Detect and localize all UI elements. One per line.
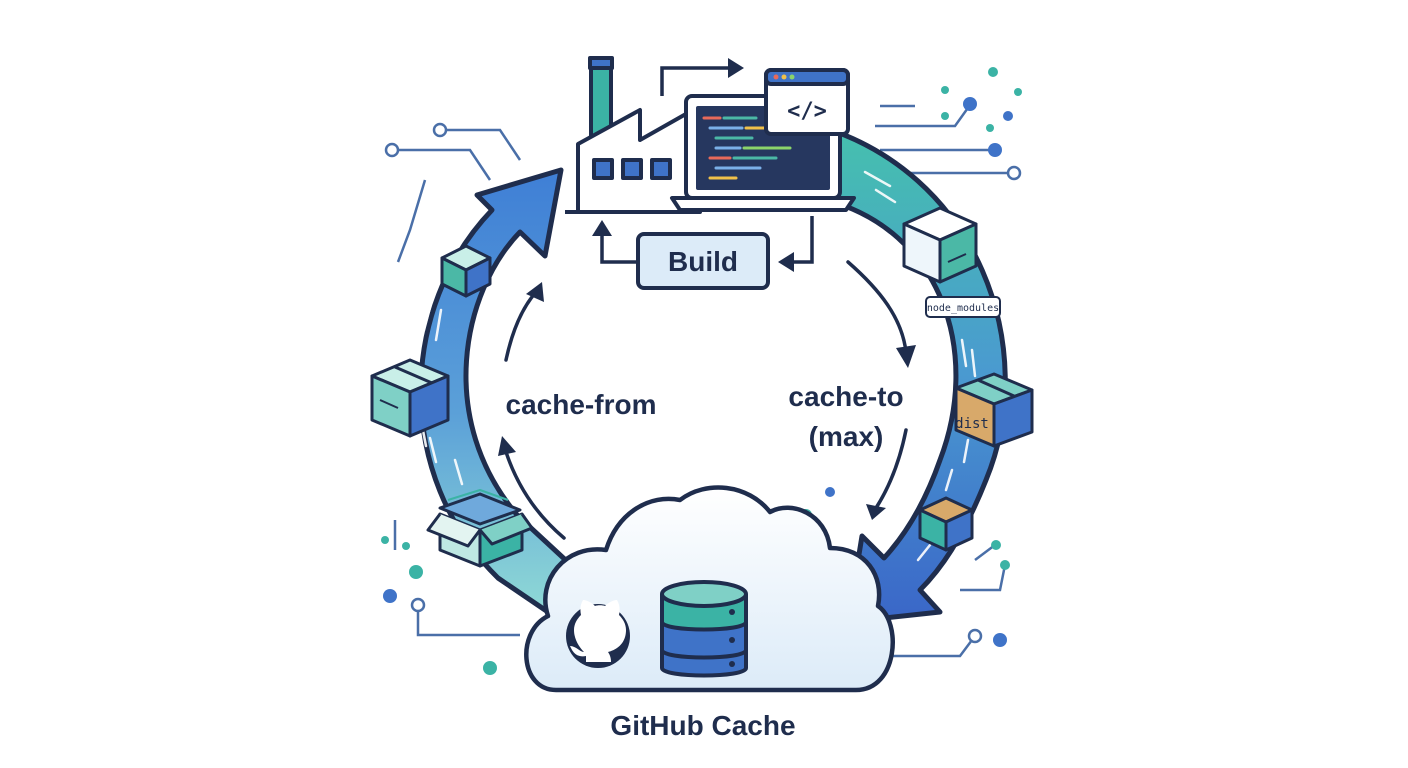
- cache-to-label-line2: (max): [809, 421, 884, 452]
- package-box-icon: [370, 358, 450, 438]
- build-return-arrow-right: [790, 216, 814, 264]
- build-label: Build: [668, 246, 738, 277]
- circuit-decoration-left: [392, 128, 522, 637]
- open-box-icon: [426, 489, 534, 568]
- database-icon: [660, 580, 748, 678]
- dist-label: dist: [955, 416, 989, 432]
- node-modules-tag: node_modules: [925, 296, 1001, 318]
- build-box: Build: [636, 232, 770, 290]
- inner-arrows: [504, 260, 908, 540]
- circuit-nodes-left: [381, 122, 497, 675]
- cube-icon-node-modules: [902, 206, 978, 284]
- build-return-arrow-right-head: [778, 252, 794, 272]
- build-return-arrow-left: [600, 232, 638, 264]
- github-cache-title: GitHub Cache: [610, 710, 795, 741]
- dist-box-icon: dist: [954, 372, 1034, 448]
- github-logo-icon: [566, 600, 630, 668]
- factory-icon: [576, 56, 702, 214]
- code-lines: [702, 116, 792, 180]
- cache-to-label-line1: cache-to: [788, 381, 903, 412]
- small-box-icon: [918, 496, 974, 552]
- build-return-arrow-left-head: [592, 220, 612, 236]
- node-modules-label: node_modules: [927, 303, 999, 314]
- flow-arrow-top: [660, 66, 736, 96]
- flow-arrow-top-head: [728, 58, 744, 78]
- cube-icon: [440, 244, 492, 298]
- inner-arrow-heads: [498, 282, 916, 520]
- code-window-icon: </>: [764, 68, 850, 136]
- code-icon-text: </>: [787, 99, 827, 124]
- circuit-decoration-right: [875, 104, 1014, 658]
- cache-from-label: cache-from: [506, 389, 657, 420]
